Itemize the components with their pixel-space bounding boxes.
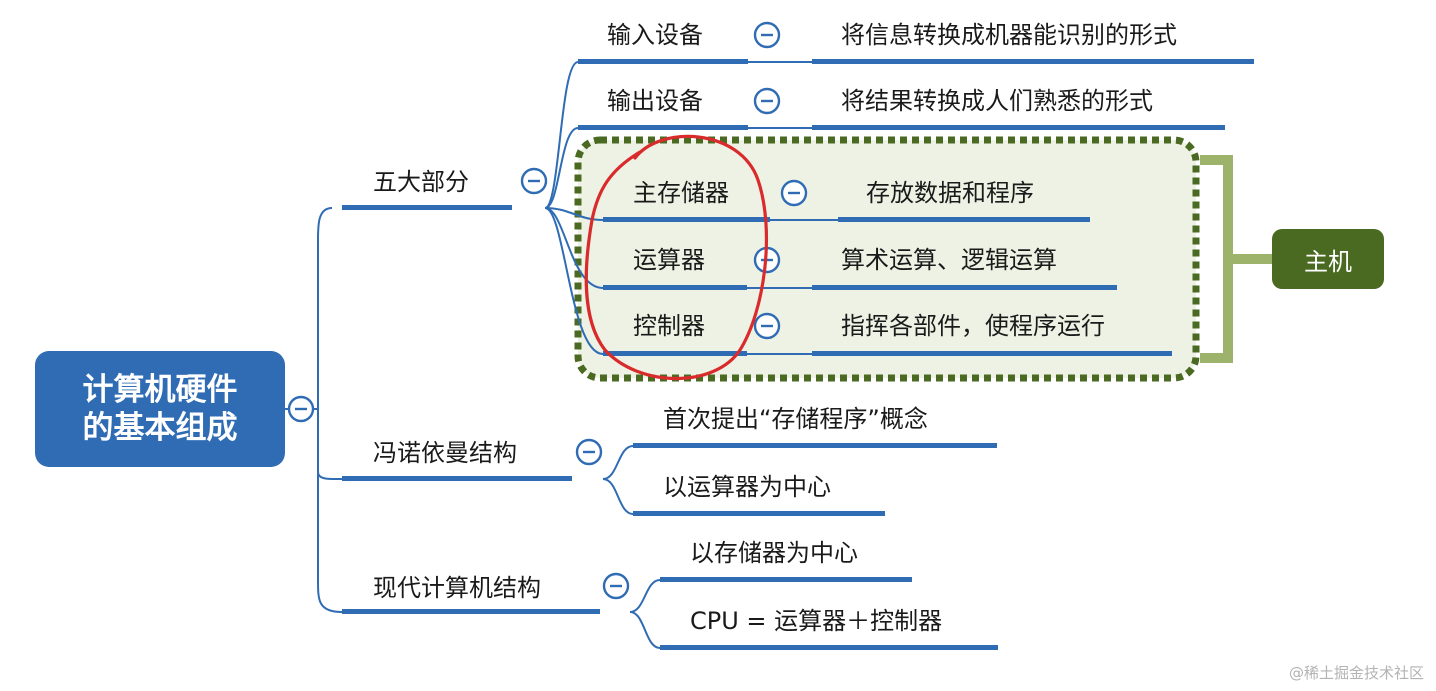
underline-modern <box>342 609 600 614</box>
collapse-memory-icon[interactable] <box>780 179 808 207</box>
collapse-root-icon[interactable] <box>287 395 315 423</box>
underline-memory <box>603 217 770 222</box>
connector-five-input <box>544 61 579 209</box>
node-modern-c1[interactable]: 以存储器为中心 <box>690 539 858 567</box>
watermark-text: @稀土掘金技术社区 <box>1288 664 1424 682</box>
underline-memory-desc <box>838 217 1090 222</box>
collapse-five-parts-icon[interactable] <box>520 167 548 195</box>
connector-five-alu <box>544 207 604 289</box>
underline-alu-desc <box>812 285 1117 290</box>
underline-von-neumann <box>342 476 572 481</box>
underline-input <box>578 59 748 64</box>
connector-five-memory <box>544 207 604 221</box>
host-group-box <box>574 136 1200 382</box>
connector-five-ctrl <box>544 207 604 355</box>
node-input-desc[interactable]: 将信息转换成机器能识别的形式 <box>841 21 1177 49</box>
collapse-von-neumann-icon[interactable] <box>575 438 603 466</box>
root-node[interactable]: 计算机硬件 的基本组成 <box>35 351 285 467</box>
node-input[interactable]: 输入设备 <box>607 21 703 49</box>
underline-output-desc <box>812 125 1225 130</box>
node-von-neumann[interactable]: 冯诺依曼结构 <box>373 439 517 467</box>
underline-output <box>578 125 748 130</box>
underline-input-desc <box>812 59 1254 64</box>
host-bracket <box>1200 155 1272 363</box>
connector-root-vn <box>317 471 343 481</box>
underline-modern-c1 <box>660 577 912 582</box>
node-alu[interactable]: 运算器 <box>633 246 705 274</box>
annotation-red-circle <box>584 134 769 381</box>
collapse-modern-icon[interactable] <box>602 572 630 600</box>
root-line1: 计算机硬件 <box>82 372 238 408</box>
collapse-ctrl-icon[interactable] <box>753 312 781 340</box>
connector-modern-c2 <box>629 611 661 649</box>
connector-vn-c2 <box>602 478 634 515</box>
collapse-input-icon[interactable] <box>753 21 781 49</box>
connector-modern-c1 <box>629 579 661 613</box>
underline-vn-c1 <box>633 443 997 448</box>
node-vn-c2[interactable]: 以运算器为中心 <box>663 473 831 501</box>
host-label-node[interactable]: 主机 <box>1272 229 1384 289</box>
node-controller[interactable]: 控制器 <box>633 312 705 340</box>
connector-root-trunk <box>317 207 343 613</box>
root-line2: 的基本组成 <box>82 410 238 446</box>
node-modern-c2[interactable]: CPU = 运算器＋控制器 <box>690 607 943 635</box>
connector-five-output <box>544 127 579 209</box>
node-memory[interactable]: 主存储器 <box>633 179 729 207</box>
underline-vn-c2 <box>633 511 885 516</box>
underline-alu <box>603 285 747 290</box>
node-alu-desc[interactable]: 算术运算、逻辑运算 <box>841 246 1057 274</box>
node-memory-desc[interactable]: 存放数据和程序 <box>866 179 1034 207</box>
node-output-desc[interactable]: 将结果转换成人们熟悉的形式 <box>841 87 1153 115</box>
underline-ctrl-desc <box>812 351 1172 356</box>
underline-ctrl <box>603 351 747 356</box>
node-five-parts[interactable]: 五大部分 <box>373 168 469 196</box>
node-vn-c1[interactable]: 首次提出“存储程序”概念 <box>663 405 928 433</box>
node-output[interactable]: 输出设备 <box>607 87 703 115</box>
node-modern[interactable]: 现代计算机结构 <box>373 574 541 602</box>
node-controller-desc[interactable]: 指挥各部件，使程序运行 <box>841 312 1105 340</box>
underline-five-parts <box>342 205 512 210</box>
connector-vn-c1 <box>602 445 634 480</box>
collapse-output-icon[interactable] <box>753 87 781 115</box>
underline-modern-c2 <box>660 645 998 650</box>
